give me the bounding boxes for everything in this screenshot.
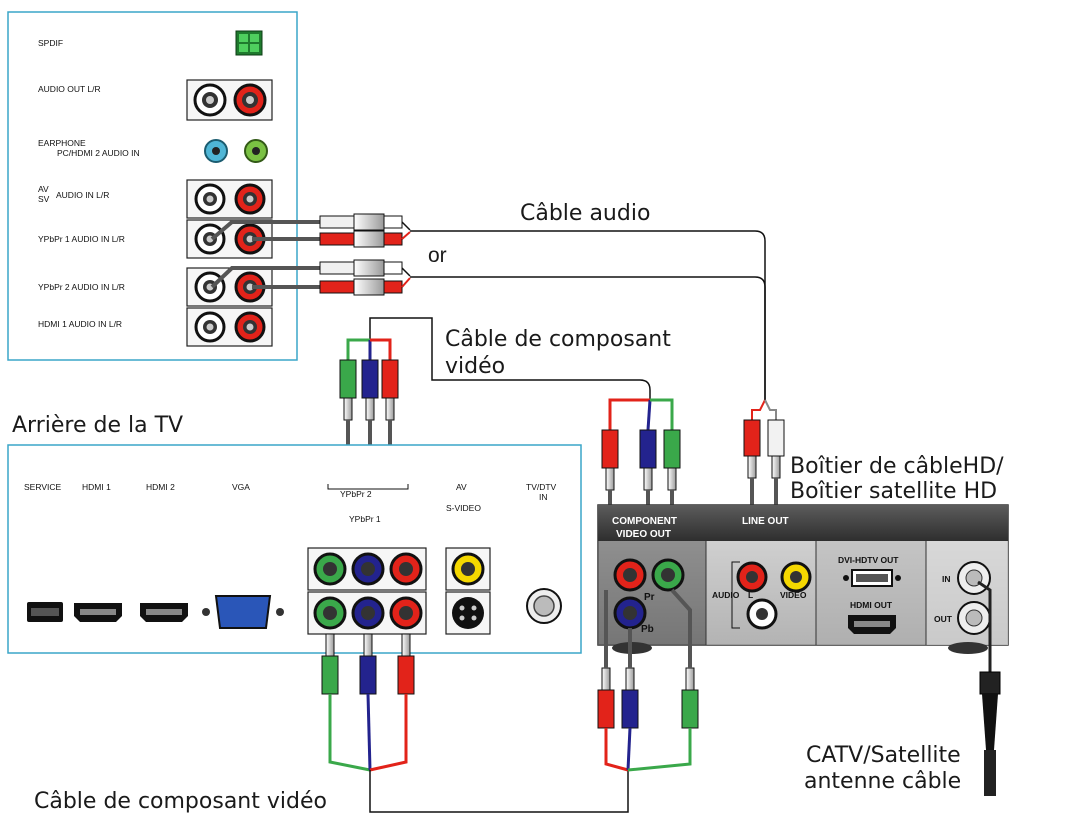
caption-component-cable-line1: Câble de composant <box>445 327 671 352</box>
label-hdmi1-audio-in: HDMI 1 AUDIO IN L/R <box>38 319 122 329</box>
label-line-out: LINE OUT <box>742 516 789 527</box>
label-tv-dtv-1: TV/DTV <box>526 482 557 492</box>
label-s-video: S-VIDEO <box>446 503 481 513</box>
rf-jacks <box>957 561 991 635</box>
s-video-jack <box>445 591 491 635</box>
audio-cables <box>210 213 777 420</box>
hdmi2-port <box>140 603 188 622</box>
vga-port <box>202 595 284 629</box>
label-pc-hdmi2-audio-in: PC/HDMI 2 AUDIO IN <box>57 148 140 158</box>
set-top-box: COMPONENT VIDEO OUT LINE OUT Pr Pb AUDIO… <box>597 504 1009 654</box>
label-vga: VGA <box>232 482 250 492</box>
label-component-video-out-1: COMPONENT <box>612 516 677 527</box>
lower-component-cable <box>321 588 699 813</box>
label-ypbpr1-audio-in: YPbPr 1 AUDIO IN L/R <box>38 234 125 244</box>
label-ypbpr1: YPbPr 1 <box>349 514 381 524</box>
label-audio-out: AUDIO OUT L/R <box>38 84 101 94</box>
hdmi1-port <box>74 603 122 622</box>
label-out: OUT <box>934 614 953 624</box>
audio-in-jack-rows <box>186 179 273 347</box>
caption-component-cable-bottom: Câble de composant vidéo <box>34 789 327 814</box>
label-av: AV <box>38 184 49 194</box>
label-service: SERVICE <box>24 482 61 492</box>
earphone-jacks <box>204 139 268 163</box>
label-hdmi2: HDMI 2 <box>146 482 175 492</box>
label-pb: Pb <box>641 624 654 635</box>
tv-side-panel: SPDIF AUDIO OUT L/R EARPHONE PC/HDMI 2 A… <box>7 11 298 361</box>
spdif-port-icon <box>235 30 263 56</box>
label-in: IN <box>942 574 951 584</box>
label-audio-in-lr: AUDIO IN L/R <box>56 190 109 200</box>
label-av-port: AV <box>456 482 467 492</box>
label-audio: AUDIO <box>712 590 740 600</box>
label-hdmi1: HDMI 1 <box>82 482 111 492</box>
caption-audio-cable: Câble audio <box>520 201 650 226</box>
line-out-jacks <box>731 561 812 630</box>
label-video: VIDEO <box>780 590 807 600</box>
label-dvi-hdtv-out: DVI-HDTV OUT <box>838 555 899 565</box>
caption-or: or <box>428 244 447 267</box>
label-hdmi-out: HDMI OUT <box>850 600 893 610</box>
label-tv-dtv-2: IN <box>539 492 548 502</box>
label-ypbpr2: YPbPr 2 <box>340 489 372 499</box>
audio-out-jacks <box>186 79 273 121</box>
label-l: L <box>748 590 753 600</box>
label-sv: SV <box>38 194 50 204</box>
label-pr: Pr <box>644 592 655 603</box>
caption-tv-back: Arrière de la TV <box>12 413 183 438</box>
label-component-video-out-2: VIDEO OUT <box>616 529 671 540</box>
hdmi-out-port <box>848 615 896 634</box>
av-video-jack <box>445 547 491 591</box>
caption-box-line2: Boîtier satellite HD <box>790 479 997 504</box>
dvi-port <box>843 569 901 587</box>
label-ypbpr2-audio-in: YPbPr 2 AUDIO IN L/R <box>38 282 125 292</box>
caption-component-cable-line2: vidéo <box>445 354 505 379</box>
antenna-cable <box>977 580 1001 796</box>
caption-box-line1: Boîtier de câbleHD/ <box>790 454 1004 479</box>
label-earphone: EARPHONE <box>38 138 86 148</box>
caption-catv-line2: antenne câble <box>804 769 961 794</box>
caption-catv-line1: CATV/Satellite <box>806 743 961 768</box>
tv-dtv-antenna-jack <box>526 588 562 624</box>
tv-rear-panel: SERVICE HDMI 1 HDMI 2 VGA YPbPr 2 YPbPr … <box>7 444 582 654</box>
service-usb-port <box>27 602 63 622</box>
label-spdif: SPDIF <box>38 38 63 48</box>
